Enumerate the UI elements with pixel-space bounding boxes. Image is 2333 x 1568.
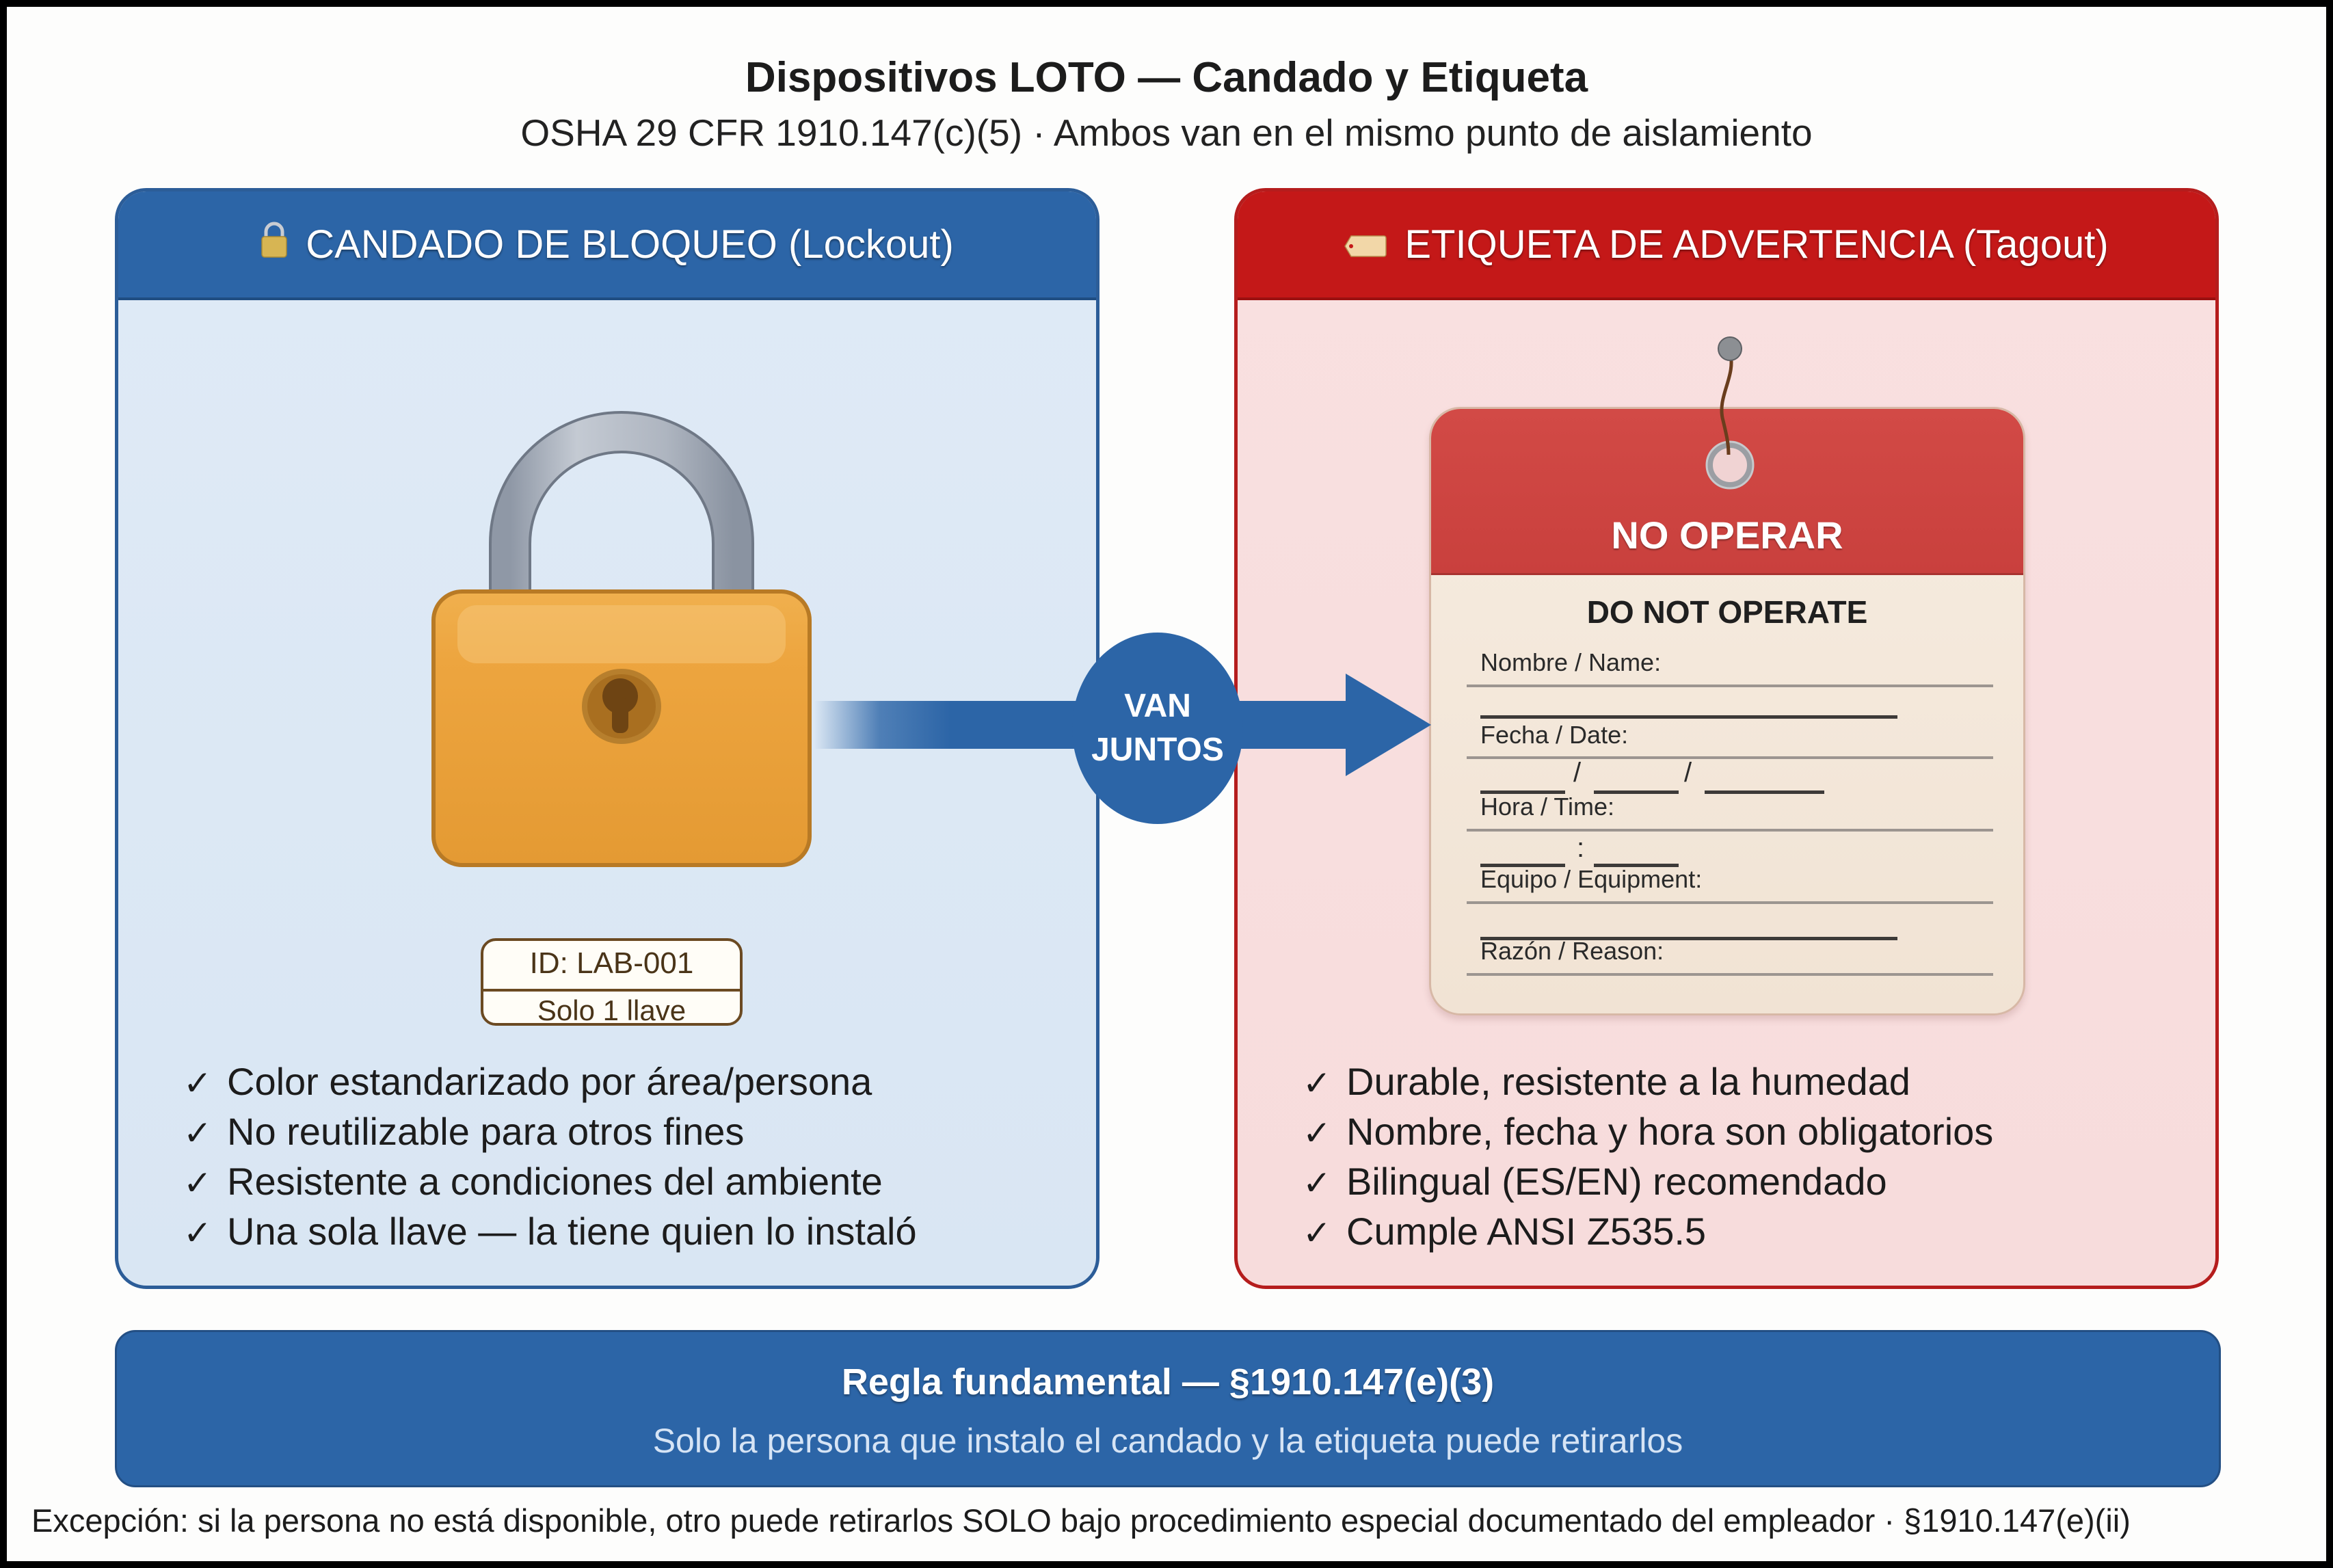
- tag-field-time: Hora / Time:: [1480, 793, 1615, 821]
- lock-id-label: ID: LAB-001 Solo 1 llave: [481, 913, 743, 1026]
- tag-rule: [1467, 685, 1993, 687]
- fundamental-rule-banner: Regla fundamental — §1910.147(e)(3) Solo…: [115, 1330, 2221, 1487]
- tag-blank-line: [1480, 937, 1897, 940]
- tagout-panel-title: ETIQUETA DE ADVERTENCIA (Tagout): [1404, 222, 2109, 267]
- date-day-blank: [1480, 790, 1565, 794]
- check-icon: ✓: [1303, 1164, 1331, 1202]
- check-icon: ✓: [1303, 1114, 1331, 1152]
- tag-hook-icon: [1705, 336, 1755, 490]
- padlock-icon: [261, 222, 288, 268]
- lockout-panel-header: CANDADO DE BLOQUEO (Lockout): [118, 191, 1096, 300]
- list-item: ✓Nombre, fecha y hora son obligatorios: [1303, 1106, 1993, 1156]
- check-icon: ✓: [1303, 1214, 1331, 1252]
- lock-id-box: ID: LAB-001 Solo 1 llave: [481, 938, 743, 1026]
- date-month-blank: [1594, 790, 1679, 794]
- time-minute-blank: [1594, 864, 1679, 867]
- list-item: ✓Color estandarizado por área/persona: [183, 1057, 917, 1106]
- van-juntos-badge: VAN JUNTOS: [1072, 633, 1243, 824]
- date-separator: /: [1684, 758, 1692, 788]
- danger-tag-illustration: NO OPERAR DO NOT OPERATE Nombre / Name: …: [1429, 407, 2025, 1015]
- list-item: ✓No reutilizable para otros fines: [183, 1106, 917, 1156]
- infographic-canvas: Dispositivos LOTO — Candado y Etiqueta O…: [7, 7, 2326, 1561]
- lock-id: ID: LAB-001: [529, 946, 694, 980]
- list-item: ✓Durable, resistente a la humedad: [1303, 1057, 1993, 1106]
- arrow-right-icon: [1346, 674, 1431, 776]
- check-icon: ✓: [1303, 1064, 1331, 1102]
- badge-line-1: VAN: [1124, 688, 1191, 724]
- list-item: ✓Resistente a condiciones del ambiente: [183, 1156, 917, 1206]
- list-item: ✓Una sola llave — la tiene quien lo inst…: [183, 1206, 917, 1256]
- lock-label-divider: [483, 989, 740, 992]
- time-hour-blank: [1480, 864, 1565, 867]
- tag-field-equipment: Equipo / Equipment:: [1480, 865, 1703, 893]
- tag-field-name: Nombre / Name:: [1480, 648, 1662, 676]
- tag-rule: [1467, 973, 1993, 976]
- lockout-panel-title: CANDADO DE BLOQUEO (Lockout): [306, 222, 954, 267]
- tag-title-es: NO OPERAR: [1611, 514, 1843, 557]
- tag-rule: [1467, 901, 1993, 904]
- tag-icon: [1344, 222, 1387, 267]
- list-item: ✓Cumple ANSI Z535.5: [1303, 1206, 1993, 1256]
- tag-blank-line: [1480, 715, 1897, 719]
- tagout-requirements-list: ✓Durable, resistente a la humedad ✓Nombr…: [1303, 1057, 1993, 1256]
- tag-rule: [1467, 829, 1993, 832]
- date-year-blank: [1705, 790, 1824, 794]
- page-subtitle: OSHA 29 CFR 1910.147(c)(5) · Ambos van e…: [520, 111, 1813, 154]
- check-icon: ✓: [183, 1064, 212, 1102]
- date-separator: /: [1573, 758, 1582, 788]
- exception-footnote: Excepción: si la persona no está disponi…: [31, 1502, 2131, 1539]
- tag-rule: [1467, 756, 1993, 759]
- time-separator: :: [1577, 833, 1585, 863]
- lockout-requirements-list: ✓Color estandarizado por área/persona ✓N…: [183, 1057, 917, 1256]
- list-item: ✓Bilingual (ES/EN) recomendado: [1303, 1156, 1993, 1206]
- check-icon: ✓: [183, 1114, 212, 1152]
- check-icon: ✓: [183, 1164, 212, 1202]
- rule-title: Regla fundamental — §1910.147(e)(3): [841, 1361, 1495, 1403]
- badge-line-2: JUNTOS: [1091, 732, 1224, 768]
- check-icon: ✓: [183, 1214, 212, 1252]
- tag-title-en: DO NOT OPERATE: [1586, 594, 1868, 630]
- tag-field-reason: Razón / Reason:: [1480, 937, 1664, 965]
- tagout-panel-header: ETIQUETA DE ADVERTENCIA (Tagout): [1238, 191, 2215, 300]
- page-title: Dispositivos LOTO — Candado y Etiqueta: [745, 54, 1588, 101]
- tag-field-date: Fecha / Date:: [1480, 721, 1629, 749]
- rule-text: Solo la persona que instalo el candado y…: [652, 1422, 1683, 1460]
- lock-key-count: Solo 1 llave: [537, 994, 686, 1026]
- padlock-illustration: [416, 397, 827, 896]
